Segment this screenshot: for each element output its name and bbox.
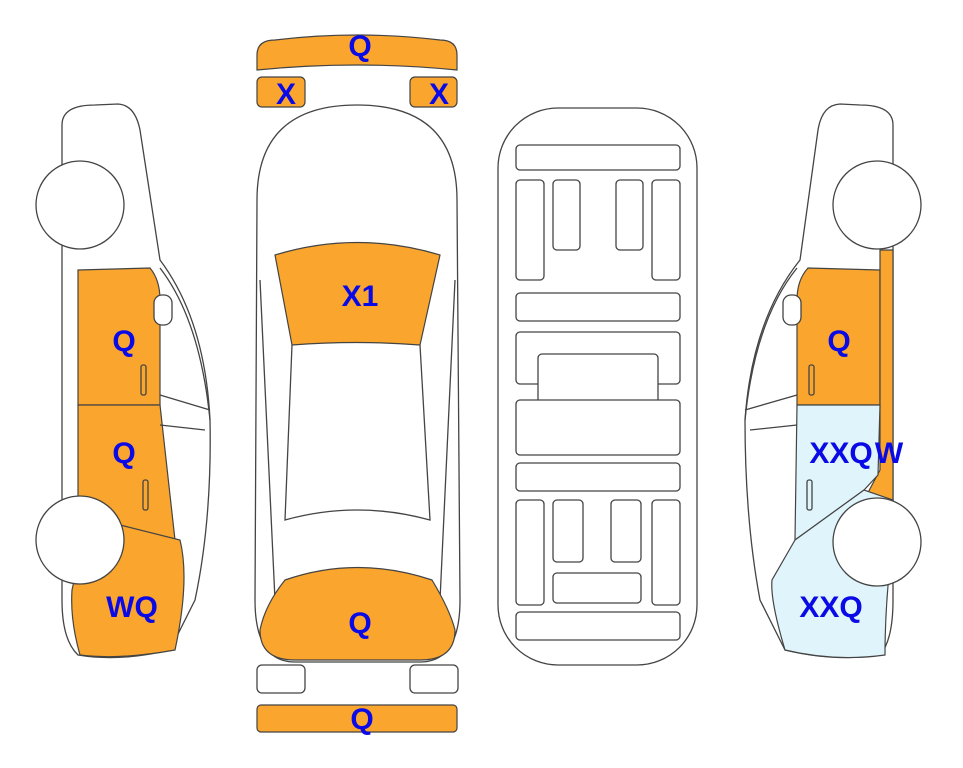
right-rear-door-label: XXQ [809, 437, 872, 470]
right-side-view: Q XXQ W XXQ [744, 103, 922, 659]
left-rear-quarter-label: WQ [106, 591, 158, 624]
top-body-outline [254, 104, 461, 663]
right-rear-wheel [832, 497, 922, 587]
rear-bumper-panel[interactable] [256, 704, 458, 733]
left-front-door-label: Q [112, 325, 135, 358]
underbody-view [497, 107, 698, 666]
rear-bumper-label: Q [350, 703, 373, 736]
right-front-door-label: Q [827, 325, 850, 358]
left-rear-door-label: Q [112, 437, 135, 470]
left-rear-wheel [35, 495, 125, 585]
right-rear-door-panel[interactable] [794, 404, 881, 542]
front-bumper-label: Q [348, 30, 371, 63]
left-front-wheel [35, 160, 125, 250]
windshield-panel[interactable] [274, 241, 441, 346]
right-rear-quarter-label: XXQ [799, 591, 862, 624]
front-right-corner-panel[interactable] [409, 76, 458, 108]
front-left-corner-label: X [276, 78, 296, 111]
front-left-corner-panel[interactable] [256, 76, 306, 108]
windshield-label: X1 [342, 280, 379, 313]
right-front-door-panel[interactable] [796, 267, 881, 406]
right-pillar-label: W [875, 437, 904, 470]
top-view: Q X X X1 Q Q [254, 30, 461, 736]
left-side-view: Q Q WQ [35, 103, 211, 659]
rear-panel[interactable] [259, 566, 456, 661]
left-front-door-panel[interactable] [77, 267, 161, 406]
right-front-wheel [832, 160, 922, 250]
front-bumper-panel[interactable] [256, 34, 458, 71]
rear-panel-label: Q [348, 607, 371, 640]
front-right-corner-label: X [429, 78, 449, 111]
